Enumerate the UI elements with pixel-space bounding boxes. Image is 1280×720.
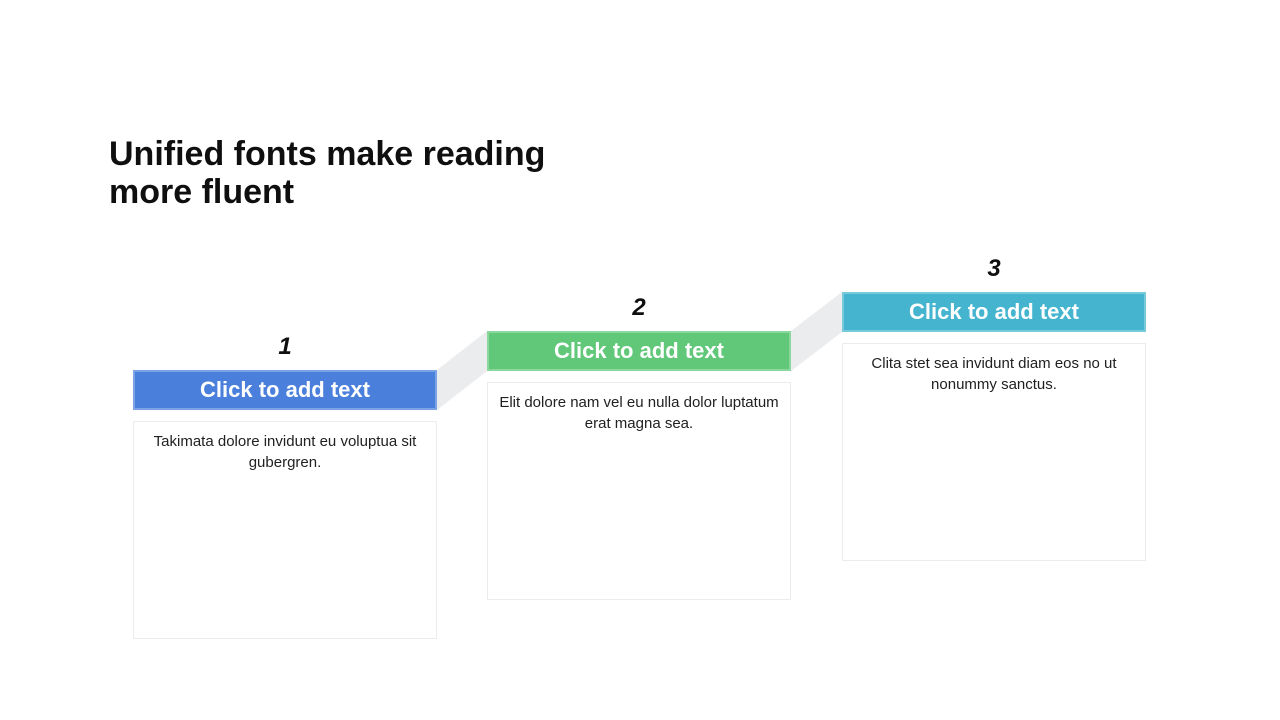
ribbon-segment-2-3 (791, 292, 842, 371)
step-number-3: 3 (987, 255, 1001, 282)
slide-title[interactable]: Unified fonts make reading more fluent (109, 134, 546, 211)
step-column-3: 3 Click to add text Clita stet sea invid… (842, 256, 1146, 561)
step-column-1: 1 Click to add text Takimata dolore invi… (133, 334, 437, 639)
ribbon-segment-1-2 (437, 331, 487, 410)
step-header-placeholder-1[interactable]: Click to add text (133, 370, 437, 410)
step-body-textbox-3[interactable]: Clita stet sea invidunt diam eos no ut n… (842, 343, 1146, 561)
step-number-2: 2 (632, 294, 646, 321)
step-body-textbox-1[interactable]: Takimata dolore invidunt eu voluptua sit… (133, 421, 437, 639)
step-number-1: 1 (278, 333, 292, 360)
step-body-textbox-2[interactable]: Elit dolore nam vel eu nulla dolor lupta… (487, 382, 791, 600)
step-column-2: 2 Click to add text Elit dolore nam vel … (487, 295, 791, 600)
step-header-placeholder-3[interactable]: Click to add text (842, 292, 1146, 332)
step-header-placeholder-2[interactable]: Click to add text (487, 331, 791, 371)
